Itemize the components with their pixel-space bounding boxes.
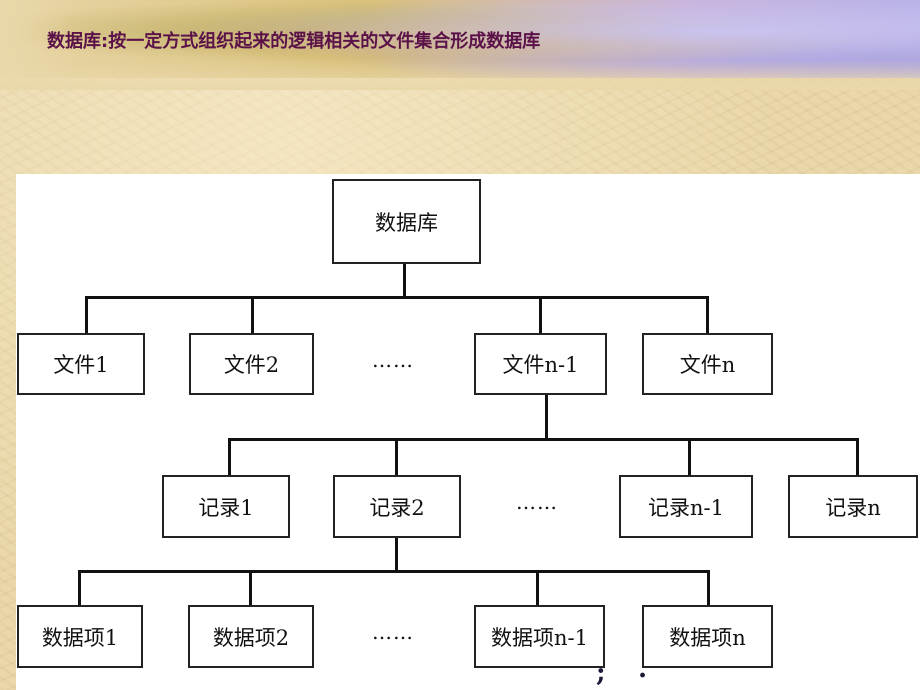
node-record-n: 记录n	[788, 475, 918, 538]
connector-file-n	[706, 296, 709, 334]
connector-file-2	[251, 296, 254, 334]
files-ellipsis: ……	[372, 348, 414, 372]
banner-fade	[0, 60, 920, 90]
slide-title: 数据库:按一定方式组织起来的逻辑相关的文件集合形成数据库	[47, 31, 541, 52]
connector-records-bus	[228, 438, 859, 441]
trailing-semicolon: ;	[596, 658, 606, 688]
items-ellipsis: ……	[372, 620, 414, 644]
connector-record-2	[395, 438, 398, 476]
node-file-n-1: 文件n-1	[474, 333, 607, 395]
node-item-2: 数据项2	[188, 605, 314, 668]
node-item-1: 数据项1	[17, 605, 143, 668]
records-ellipsis: ……	[516, 490, 558, 514]
node-file-2: 文件2	[189, 333, 314, 395]
connector-file-n-1	[539, 296, 542, 334]
node-record-2: 记录2	[333, 475, 461, 538]
node-file-1: 文件1	[17, 333, 145, 395]
connector-record-n	[856, 438, 859, 476]
connector-item-1	[78, 570, 81, 606]
connector-items-bus	[78, 570, 710, 573]
node-database: 数据库	[332, 179, 481, 264]
connector-file-n-1-down	[545, 394, 548, 440]
node-record-n-1: 记录n-1	[619, 475, 753, 538]
connector-record-2-down	[395, 536, 398, 572]
node-file-n: 文件n	[642, 333, 773, 395]
node-item-n: 数据项n	[642, 605, 773, 668]
connector-item-n	[707, 570, 710, 606]
connector-item-n-1	[536, 570, 539, 606]
connector-files-bus	[85, 296, 709, 299]
connector-file-1	[85, 296, 88, 334]
connector-record-1	[228, 438, 231, 476]
node-item-n-1: 数据项n-1	[474, 605, 605, 668]
connector-record-n-1	[688, 438, 691, 476]
node-record-1: 记录1	[162, 475, 290, 538]
connector-root	[403, 262, 406, 298]
connector-item-2	[249, 570, 252, 606]
trailing-period: .	[638, 654, 648, 684]
